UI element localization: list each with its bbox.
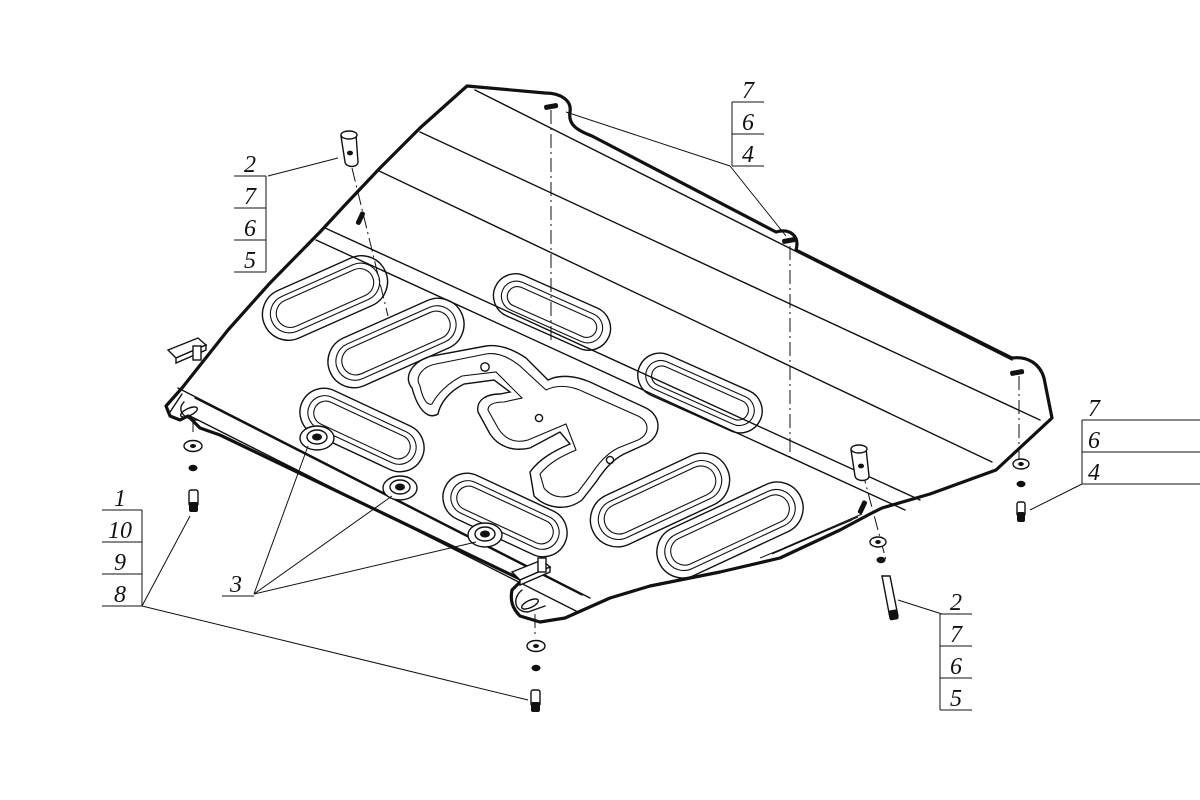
- callout-bottom-right-4: 5: [950, 686, 962, 712]
- callout-left-2: 10: [108, 518, 132, 544]
- hardware-front-left: [166, 337, 208, 512]
- boss-2: [382, 475, 418, 501]
- spacer-sleeve-top-left: [340, 130, 359, 168]
- cutout-4: [637, 352, 763, 434]
- callout-left-3: 9: [114, 550, 126, 576]
- callout-right-1: 7: [1088, 396, 1101, 422]
- boss-3: [467, 522, 503, 548]
- cutout-serpentine: [407, 344, 659, 508]
- callout-top-left-3: 6: [244, 216, 256, 242]
- cutout-2: [327, 297, 465, 389]
- callout-top-left: 2 7 6 5: [234, 152, 267, 274]
- callout-top-right: 7 6 4: [731, 78, 764, 168]
- callout-bosses-label: 3: [229, 572, 242, 598]
- callout-bosses: 3: [222, 572, 254, 598]
- callout-bottom-right: 2 7 6 5: [939, 590, 972, 712]
- hardware-front-centre: [510, 557, 552, 712]
- callout-top-left-1: 2: [244, 152, 256, 178]
- skid-plate: [164, 84, 1054, 624]
- callout-right-3: 4: [1088, 460, 1100, 486]
- cutout-3: [492, 273, 612, 351]
- bolt-bosses: [299, 425, 503, 548]
- callout-right: 7 6 4: [1081, 396, 1200, 486]
- cutout-7: [589, 452, 731, 548]
- callout-left-1: 1: [114, 486, 126, 512]
- hardware-far-right: [1012, 458, 1030, 522]
- cutout-5: [299, 387, 425, 473]
- leader-lines: [141, 111, 1083, 701]
- callout-right-2: 6: [1088, 428, 1100, 454]
- callout-bottom-right-3: 6: [950, 654, 962, 680]
- plate-slots: [355, 103, 1025, 514]
- callout-top-left-2: 7: [244, 184, 257, 210]
- callout-left-4: 8: [114, 582, 126, 608]
- callout-bottom-right-2: 7: [950, 622, 963, 648]
- plate-cutouts: [261, 255, 804, 579]
- callout-top-left-4: 5: [244, 248, 256, 274]
- callout-top-right-1: 7: [742, 78, 755, 104]
- callout-bottom-right-1: 2: [950, 590, 962, 616]
- callout-left: 1 10 9 8: [102, 486, 143, 608]
- cutout-8: [656, 481, 804, 579]
- hardware-right-long-bolt: [869, 536, 899, 621]
- callout-top-right-2: 6: [742, 110, 754, 136]
- callout-top-right-3: 4: [742, 142, 754, 168]
- spacer-sleeve-right: [850, 444, 870, 482]
- boss-1: [299, 425, 335, 451]
